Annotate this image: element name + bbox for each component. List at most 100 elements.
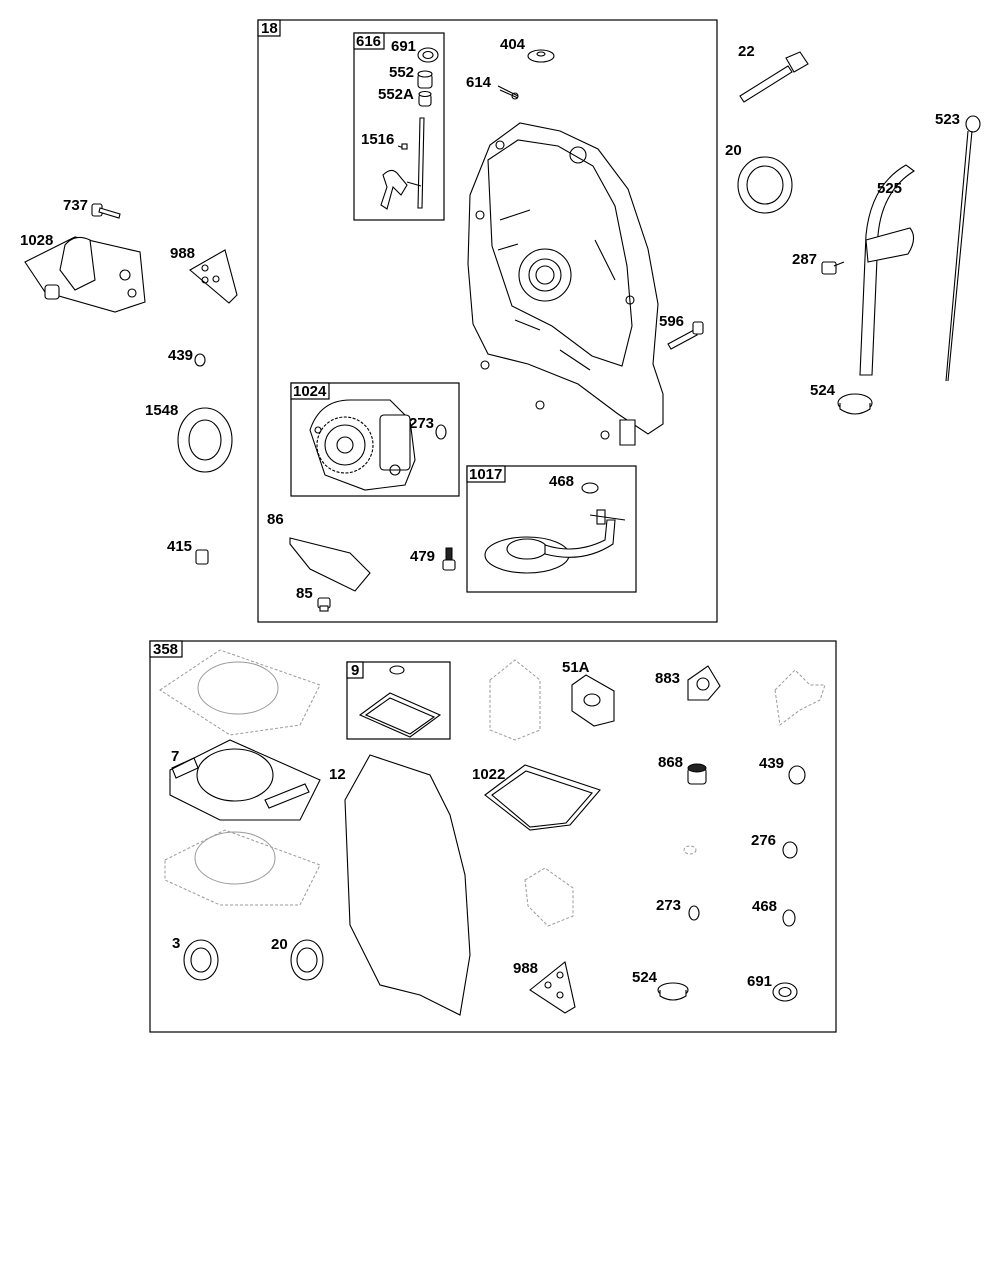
seal-691-part xyxy=(417,47,439,63)
gasket-12-part xyxy=(344,754,471,1016)
plug-85-part xyxy=(317,597,331,612)
group-18-label: 18 xyxy=(261,20,278,37)
plug-524a-part xyxy=(837,393,873,415)
group-616-tag xyxy=(353,32,385,50)
washer-276-part xyxy=(782,841,798,859)
label-273-top: 273 xyxy=(409,415,434,432)
gasket-ghost-a-part xyxy=(489,659,541,741)
gasket-ghost-b-part xyxy=(774,669,826,726)
bolt-737-part xyxy=(91,203,121,219)
screw-287-part xyxy=(821,261,845,275)
breather-1028-part xyxy=(24,236,146,313)
gasket-86-part xyxy=(289,537,371,592)
label-737: 737 xyxy=(63,197,88,214)
group-616-frame xyxy=(353,32,445,221)
seal-20b-part xyxy=(290,939,324,981)
crankcase-cover-18-part xyxy=(467,122,664,446)
bolt-22-part xyxy=(739,51,809,103)
label-20-top: 20 xyxy=(725,142,742,159)
sleeve-552a-part xyxy=(418,90,432,107)
label-86: 86 xyxy=(267,511,284,528)
bolt-596-part xyxy=(667,321,704,350)
label-468-top: 468 xyxy=(549,473,574,490)
label-868: 868 xyxy=(658,754,683,771)
label-525: 525 xyxy=(877,180,902,197)
group-1024-label: 1024 xyxy=(293,383,327,400)
label-523: 523 xyxy=(935,111,960,128)
label-404: 404 xyxy=(500,36,526,53)
label-691-bottom: 691 xyxy=(747,973,772,990)
oil-pump-1024-part xyxy=(309,399,416,491)
label-479: 479 xyxy=(410,548,435,565)
o-ring-468b-part xyxy=(782,909,796,927)
group-1017-label: 1017 xyxy=(469,466,502,483)
group-18-frame xyxy=(257,19,718,623)
group-9-tag xyxy=(346,661,364,679)
gasket-51a-part xyxy=(571,674,615,727)
washer-ghost-part xyxy=(683,845,697,855)
label-3: 3 xyxy=(172,935,180,952)
oil-pickup-1017-part xyxy=(484,509,626,574)
group-1024-tag xyxy=(290,382,330,400)
label-276: 276 xyxy=(751,832,776,849)
washer-404-part xyxy=(527,49,555,63)
label-273-bottom: 273 xyxy=(656,897,681,914)
label-1516: 1516 xyxy=(361,131,394,148)
label-7: 7 xyxy=(171,748,179,765)
label-596: 596 xyxy=(659,313,684,330)
seal-691b-part xyxy=(772,982,798,1002)
pin-614-part xyxy=(497,85,519,100)
group-358-tag xyxy=(149,640,183,658)
label-439-top: 439 xyxy=(168,347,193,364)
label-883: 883 xyxy=(655,670,680,687)
group-1017-tag xyxy=(466,465,506,483)
plug-524b-part xyxy=(657,982,689,1001)
gasket-988b-part xyxy=(529,961,576,1014)
gasket-ghost-c-part xyxy=(524,867,574,927)
label-988-top: 988 xyxy=(170,245,195,262)
group-1017-frame xyxy=(466,465,637,593)
label-468-bottom: 468 xyxy=(752,898,777,915)
label-51a: 51A xyxy=(562,659,590,676)
bolt-479-part xyxy=(442,547,456,571)
dipstick-tube-525-part xyxy=(859,164,915,376)
dipstick-523-part xyxy=(945,115,981,382)
label-12: 12 xyxy=(329,766,346,783)
label-691-top: 691 xyxy=(391,38,416,55)
o-ring-273b-part xyxy=(688,905,700,921)
label-20-bottom: 20 xyxy=(271,936,288,953)
gasket-1022-part xyxy=(484,764,601,831)
o-ring-273a-part xyxy=(435,424,447,440)
label-439-bottom: 439 xyxy=(759,755,784,772)
label-1022: 1022 xyxy=(472,766,505,783)
group-1024-frame xyxy=(290,382,460,497)
nut-415-part xyxy=(195,549,209,565)
label-22: 22 xyxy=(738,43,755,60)
group-358-frame xyxy=(149,640,837,1033)
seal-868-part xyxy=(687,763,707,785)
label-1028: 1028 xyxy=(20,232,53,249)
group-616-label: 616 xyxy=(356,33,381,50)
sleeve-552-part xyxy=(417,70,433,89)
label-85: 85 xyxy=(296,585,313,602)
head-gasket-ghost-top-part xyxy=(159,649,321,736)
gasket-988a-part xyxy=(189,249,238,304)
seal-1548-part xyxy=(177,407,233,473)
gasket-883-part xyxy=(687,665,721,701)
o-ring-468a-part xyxy=(581,482,599,494)
group-9-label: 9 xyxy=(351,662,359,679)
seal-20a-part xyxy=(737,156,793,214)
label-552: 552 xyxy=(389,64,414,81)
label-524-top: 524 xyxy=(810,382,836,399)
head-gasket-7-part xyxy=(169,739,321,821)
label-524-bottom: 524 xyxy=(632,969,658,986)
o-ring-439b-part xyxy=(788,765,806,785)
group-9-frame xyxy=(346,661,451,740)
group-358-label: 358 xyxy=(153,641,178,658)
label-614: 614 xyxy=(466,74,492,91)
o-ring-439a-part xyxy=(194,353,206,367)
label-287: 287 xyxy=(792,251,817,268)
label-552a: 552A xyxy=(378,86,414,103)
label-1548: 1548 xyxy=(145,402,178,419)
